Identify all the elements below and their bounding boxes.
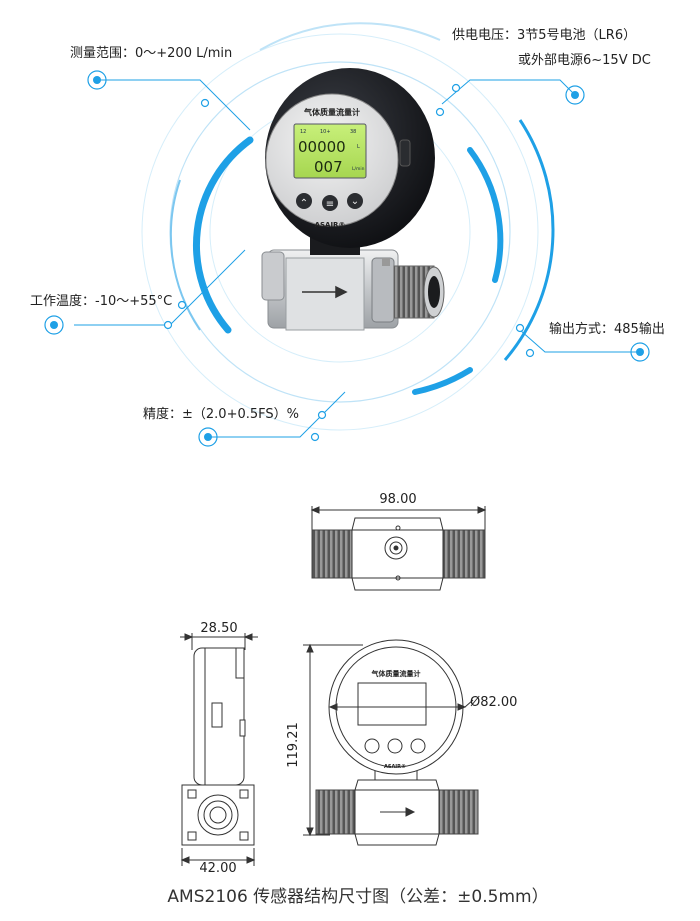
side-view-drawing — [180, 633, 258, 866]
menu-button: ≡ — [322, 195, 338, 211]
target-dots — [44, 70, 650, 447]
dim-width: 42.00 — [199, 861, 236, 876]
brand-logo: ASAIR® — [315, 221, 346, 229]
lcd-top-right: 38 — [350, 129, 356, 135]
spec-accuracy: 精度：±（2.0+0.5FS）% — [143, 406, 299, 422]
lcd-top-mid: 10+ — [320, 129, 331, 135]
lcd-unit1: L — [357, 144, 360, 150]
temperature-target-icon — [44, 315, 64, 335]
front-brand-logo: ASAIR® — [384, 764, 406, 770]
top-view-drawing — [310, 506, 487, 591]
spec-range: 测量范围：0～+200 L/min — [70, 46, 232, 61]
spec-power-line1: 供电电压：3节5号电池（LR6） — [452, 28, 636, 43]
svg-text:⌃: ⌃ — [300, 198, 308, 209]
lcd-top-left: 12 — [300, 129, 306, 135]
decorative-rings — [141, 22, 555, 431]
lcd-row2: 007 — [314, 158, 343, 176]
lcd-row1: 00000 — [298, 138, 346, 156]
dim-height: 119.21 — [286, 722, 301, 768]
front-view-drawing — [303, 639, 479, 846]
power-target-icon — [565, 85, 585, 105]
lcd-unit2: L/min — [352, 166, 365, 172]
figure-caption: AMS2106 传感器结构尺寸图（公差：±0.5mm） — [167, 887, 548, 907]
output-target-icon — [630, 342, 650, 362]
dim-length: 98.00 — [379, 492, 416, 507]
spec-output: 输出方式：485输出 — [549, 321, 665, 337]
up-button: ⌃ — [296, 193, 312, 209]
spec-power-line2: 或外部电源6~15V DC — [518, 53, 651, 68]
down-button: ⌄ — [347, 193, 363, 209]
range-target-icon — [87, 70, 107, 90]
svg-text:⌄: ⌄ — [351, 196, 359, 207]
front-face-title: 气体质量流量计 — [371, 669, 421, 678]
product-photo: 气体质量流量计 12 10+ 38 00000 L 007 L/min ⌃ ≡ … — [261, 68, 445, 331]
flow-direction-icon — [380, 807, 416, 817]
accuracy-target-icon — [198, 427, 218, 447]
dim-diameter: Ø82.00 — [470, 695, 517, 710]
lcd-screen — [293, 123, 367, 179]
dim-depth: 28.50 — [200, 621, 237, 636]
spec-temperature: 工作温度：-10～+55°C — [30, 293, 172, 309]
face-title: 气体质量流量计 — [303, 107, 360, 117]
flow-arrow-icon — [302, 285, 348, 299]
svg-text:≡: ≡ — [326, 199, 334, 210]
